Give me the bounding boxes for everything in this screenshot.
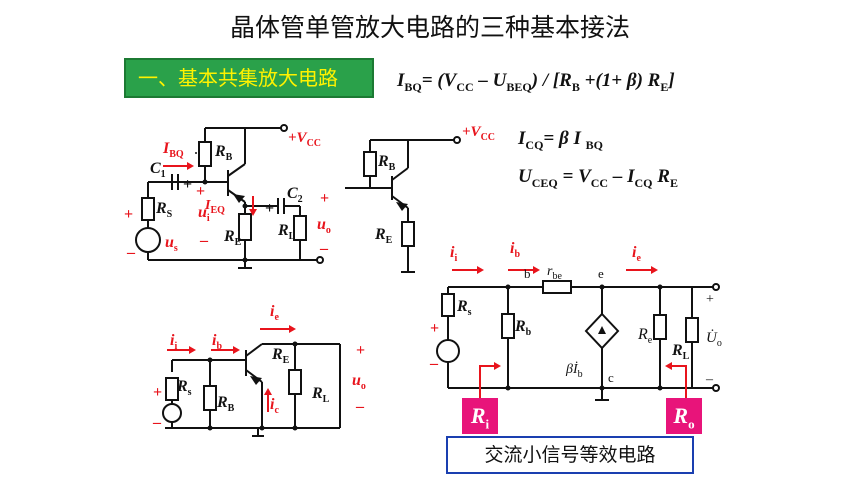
formula-ibq: IBQ= (VCC – UBEQ) / [RB +(1+ β) RE] bbox=[397, 70, 675, 94]
label-rb: RB bbox=[215, 143, 233, 164]
label-ic-3: ic bbox=[270, 396, 279, 417]
label-node-c: c bbox=[608, 370, 614, 385]
label-rl-4: RL bbox=[672, 342, 690, 363]
label-ii-4: ii bbox=[450, 244, 458, 265]
label-ui-minus: – bbox=[200, 232, 208, 249]
formula-uceq: UCEQ = VCC – ICQ RE bbox=[518, 166, 678, 190]
section-heading: 一、基本共集放大电路 bbox=[124, 58, 374, 98]
label-vcc: +VCC bbox=[288, 130, 322, 149]
label-ib-4: ib bbox=[510, 240, 521, 261]
label-minus-4: – bbox=[430, 355, 438, 372]
label-rl: RL bbox=[278, 222, 296, 243]
label-rbe: rbe bbox=[547, 264, 562, 282]
label-re-3: RE bbox=[272, 346, 290, 367]
label-c1-plus: + bbox=[183, 176, 193, 193]
label-vcc-2: +VCC bbox=[462, 124, 496, 143]
label-plus-3: + bbox=[153, 384, 163, 401]
label-rl-3: RL bbox=[312, 385, 330, 406]
label-uo-plus: + bbox=[320, 190, 330, 207]
label-ie-4: ie bbox=[632, 244, 641, 265]
label-ie-3: ie bbox=[270, 303, 279, 324]
label-ui: ui bbox=[198, 204, 210, 225]
label-c1: C1 bbox=[150, 160, 166, 181]
label-uo-plus-3: + bbox=[356, 342, 366, 359]
equivalent-circuit-caption: 交流小信号等效电路 bbox=[446, 436, 694, 474]
label-out-minus: – bbox=[706, 372, 713, 387]
label-out-plus: + bbox=[706, 292, 714, 307]
label-rb-3: RB bbox=[217, 394, 235, 415]
label-node-b: b bbox=[524, 266, 531, 281]
label-re: RE bbox=[224, 228, 242, 249]
label-uo: uo bbox=[317, 216, 331, 237]
formula-icq: ICQ= β I BQ bbox=[518, 128, 603, 152]
label-plus-4: + bbox=[430, 320, 440, 337]
label-ui-plus: + bbox=[196, 183, 206, 200]
label-c2: C2 bbox=[287, 185, 303, 206]
label-uo-4: U̇o bbox=[706, 330, 722, 349]
label-node-e: e bbox=[598, 266, 604, 281]
label-re-4: Re bbox=[638, 326, 653, 347]
label-us-minus: – bbox=[127, 244, 135, 261]
label-re-2: RE bbox=[375, 226, 393, 247]
page-title: 晶体管单管放大电路的三种基本接法 bbox=[229, 13, 630, 42]
label-uo-minus: – bbox=[320, 240, 328, 257]
label-us: us bbox=[165, 234, 178, 255]
label-minus-3: – bbox=[153, 414, 161, 431]
label-beta-ib: βİb bbox=[566, 362, 583, 380]
label-uo-3: uo bbox=[352, 372, 366, 393]
label-ieq: IEQ bbox=[205, 198, 225, 216]
ri-box: Ri bbox=[462, 398, 498, 434]
label-ib-3: ib bbox=[212, 332, 223, 353]
label-uo-minus-3: – bbox=[356, 398, 364, 415]
ro-box: Ro bbox=[666, 398, 702, 434]
label-ibq: IBQ bbox=[163, 140, 184, 161]
label-rs: RS bbox=[156, 200, 173, 221]
label-rs-4: Rs bbox=[457, 298, 472, 319]
label-c2-plus: + bbox=[265, 200, 275, 217]
label-rb-4: Rb bbox=[515, 318, 532, 339]
label-ii-3: ii bbox=[170, 332, 178, 353]
label-us-plus: + bbox=[124, 206, 134, 223]
label-rb-2: RB bbox=[378, 153, 396, 174]
label-rs-3: Rs bbox=[177, 378, 192, 399]
